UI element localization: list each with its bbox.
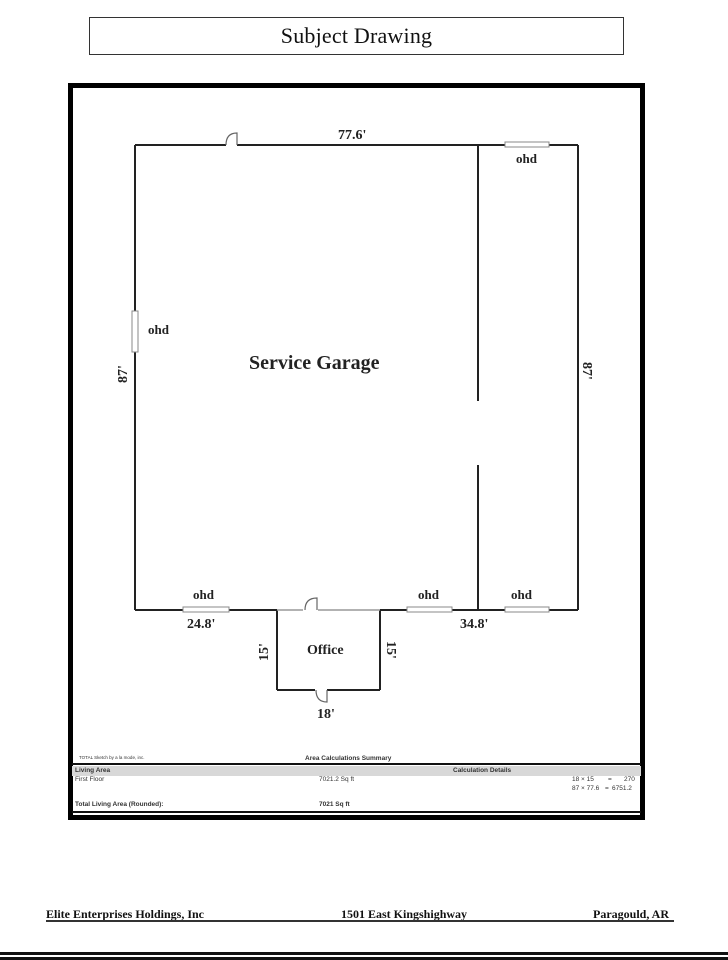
row-name: First Floor [75,776,105,783]
footer-address: 1501 East Kingshighway [341,907,468,921]
dim-office-bottom: 18' [317,707,335,722]
room-label-office: Office [307,643,344,658]
total-value: 7021 Sq ft [319,801,350,808]
dim-right: 87' [579,362,594,380]
room-label-service-garage: Service Garage [249,352,380,374]
sketch-credit: TOTAL Sketch by a la mode, inc. [79,755,145,760]
ohd-door-bottom-right [504,606,550,613]
col-calc-details: Calculation Details [453,767,512,774]
summary-header-bar [72,766,641,776]
bottom-border [0,952,728,955]
ohd-door-top-right [504,141,550,148]
drawing-frame [68,83,645,820]
calc-eq-2: = [605,785,609,792]
calc-result-2: 6751.2 [612,785,632,792]
ohd-label-left: ohd [148,322,169,337]
dim-bottom-right: 34.8' [460,617,489,632]
ohd-label-bottom-mid: ohd [418,587,439,602]
ohd-door-bottom-mid [406,606,453,613]
dim-office-right: 15' [383,641,398,659]
ohd-label-bottom-left: ohd [193,587,214,602]
door-swing-office-bottom [315,689,328,703]
summary-title: Area Calculations Summary [305,755,392,762]
ohd-door-bottom-left [182,606,230,613]
ohd-label-bottom-right: ohd [511,587,532,602]
footer-company: Elite Enterprises Holdings, Inc [46,907,205,921]
total-label: Total Living Area (Rounded): [75,801,164,808]
footer-rule [46,920,674,922]
dim-bottom-left: 24.8' [187,617,216,632]
calc-expr-1: 18 × 15 [572,776,594,783]
dim-office-left: 15' [257,643,272,661]
page-title: Subject Drawing [280,23,433,48]
door-swing-top [225,132,238,146]
calc-expr-2: 87 × 77.6 [572,785,600,792]
door-swing-office-top [304,597,318,611]
ohd-door-left [131,310,139,353]
ohd-label-top-right: ohd [516,151,537,166]
footer-city: Paragould, AR [593,907,670,921]
title-box: Subject Drawing [89,17,624,55]
row-area: 7021.2 Sq ft [319,776,355,783]
bottom-border-2 [0,957,728,960]
calc-result-1: 270 [624,776,635,783]
calc-eq-1: = [608,776,612,783]
col-living-area: Living Area [75,767,111,774]
dim-left: 87' [116,365,131,383]
dim-top: 77.6' [338,128,367,143]
